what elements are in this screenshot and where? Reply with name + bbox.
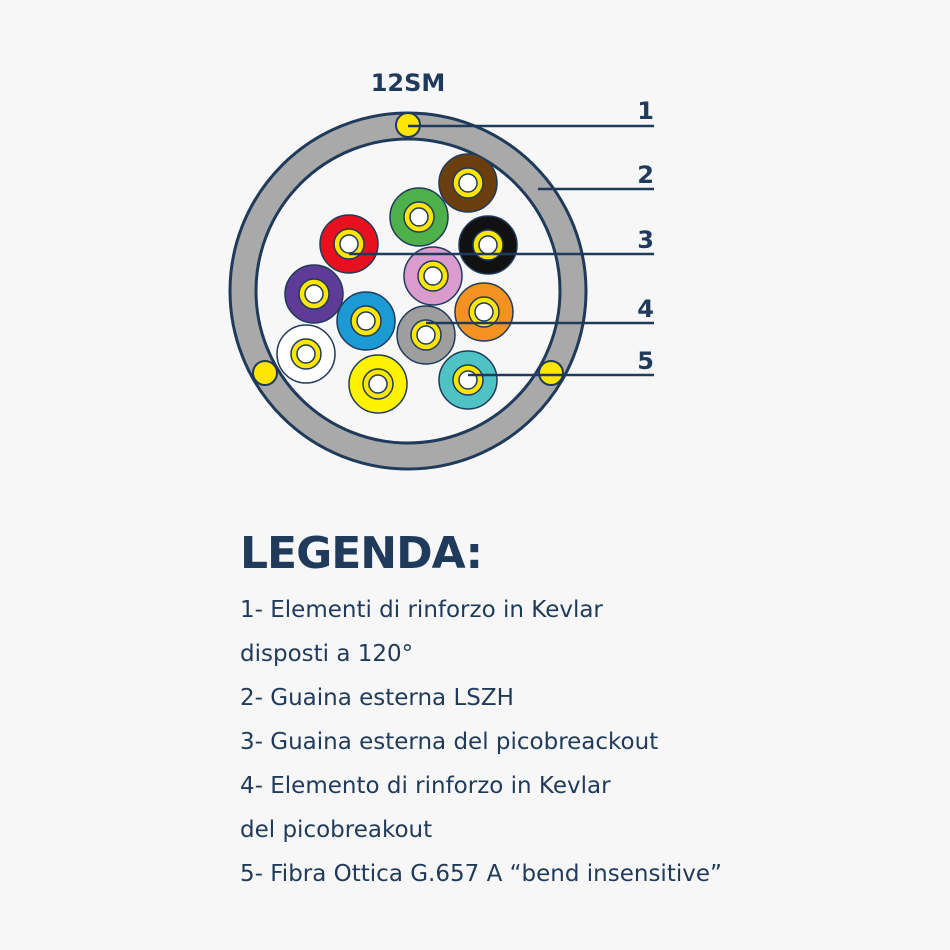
- legend-line: 1- Elementi di rinforzo in Kevlar: [240, 597, 603, 623]
- callout-number-3: 3: [637, 226, 654, 254]
- legend-line: 3- Guaina esterna del picobreackout: [240, 729, 659, 755]
- picobreakout-brown: [438, 153, 498, 213]
- picobreakout-black: [458, 215, 518, 275]
- callout-number-5: 5: [637, 347, 654, 375]
- picobreakout-green: [389, 187, 449, 247]
- kevlar-strength-member: [538, 360, 564, 386]
- callout-number-1: 1: [637, 97, 654, 125]
- legend-line: 5- Fibra Ottica G.657 A “bend insensitiv…: [240, 861, 722, 887]
- legend-line: disposti a 120°: [240, 641, 414, 667]
- cable-cross-section-diagram: 12SM: [228, 69, 654, 471]
- picobreakout-violet: [284, 264, 344, 324]
- picobreakout-white: [276, 324, 336, 384]
- picobreakout-yellow: [348, 354, 408, 414]
- picobreakout-grey: [396, 305, 456, 365]
- picobreakout-aqua: [438, 350, 498, 410]
- legend-line: del picobreakout: [240, 817, 433, 843]
- picobreakout-orange: [454, 282, 514, 342]
- callout-number-4: 4: [637, 295, 654, 323]
- legend-line: 2- Guaina esterna LSZH: [240, 685, 514, 711]
- picobreakout-blue: [336, 291, 396, 351]
- kevlar-strength-member: [252, 360, 278, 386]
- legend-line: 4- Elemento di rinforzo in Kevlar: [240, 773, 611, 799]
- legend-title: LEGENDA:: [240, 528, 483, 579]
- callout-number-2: 2: [637, 161, 654, 189]
- cable-type-label: 12SM: [371, 69, 446, 97]
- legend: LEGENDA: 1- Elementi di rinforzo in Kevl…: [240, 526, 722, 896]
- picobreakout-pink: [403, 246, 463, 306]
- picobreakout-red: [319, 214, 379, 274]
